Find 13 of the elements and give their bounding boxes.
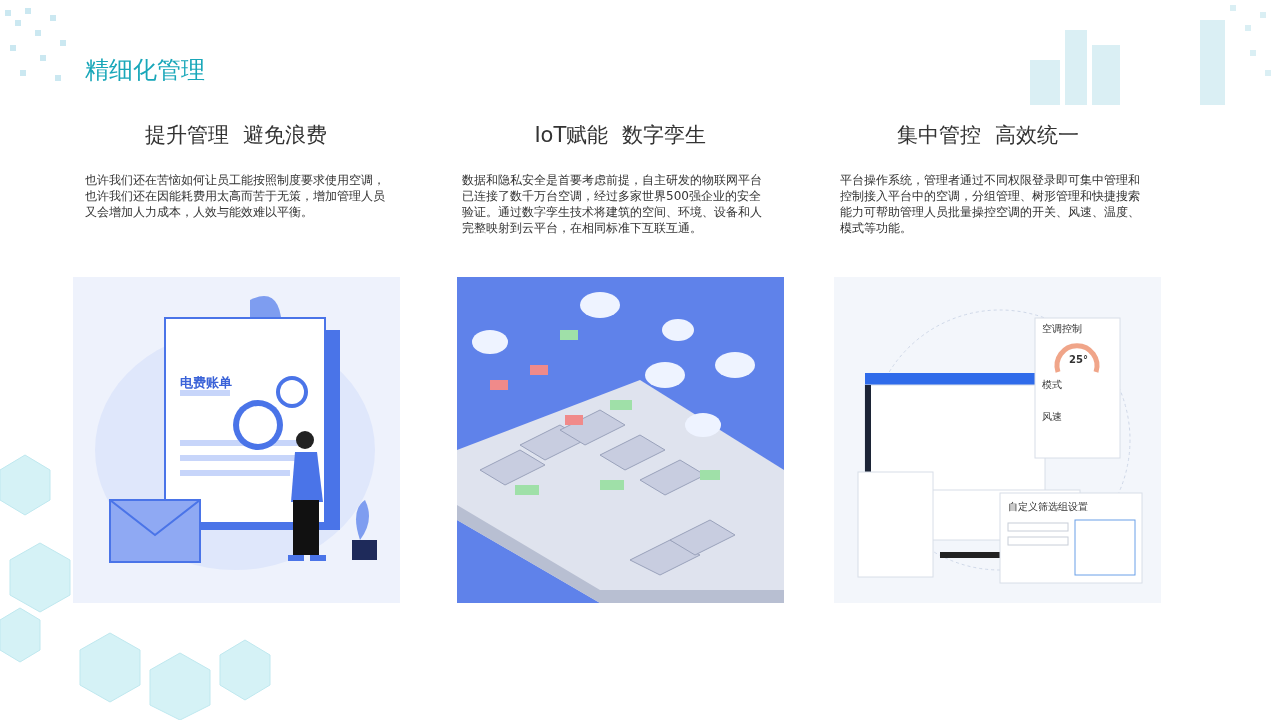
panel-title: 自定义筛选组设置 <box>1008 500 1088 514</box>
page-title: 精细化管理 <box>85 55 205 86</box>
fan-speed-label: 风速 <box>1042 410 1062 424</box>
panel-title: 空调控制 <box>1042 322 1082 336</box>
description-paragraph: 也许我们还在苦恼如何让员工能按照制度要求使用空调，也许我们还在因能耗费用太高而苦于无策，增加管理人员又会增加人力成本，人效与能效难以平衡。 <box>85 172 385 220</box>
column-heading: IoT赋能 数字孪生 <box>533 122 707 149</box>
column-heading: 集中管控 高效统一 <box>896 122 1080 149</box>
mode-label: 模式 <box>1042 378 1062 392</box>
column-heading: 提升管理 避免浪费 <box>144 122 328 149</box>
description-paragraph: 平台操作系统，管理者通过不同权限登录即可集中管理和控制接入平台中的空调，分组管理、树形管理和快捷搜索能力可帮助管理人员批量操控空调的开关、风速、温度、模式等功能。 <box>840 172 1140 236</box>
bill-title: 电费账单 <box>180 374 232 392</box>
description-paragraph: 数据和隐私安全是首要考虑前提，自主研发的物联网平台已连接了数千万台空调，经过多家世界500强企业的安全验证。通过数字孪生技术将建筑的空间、环境、设备和人完整映射到云平台，在相同标准下互联互通。 <box>462 172 762 236</box>
temperature-value: 25° <box>1069 354 1088 365</box>
